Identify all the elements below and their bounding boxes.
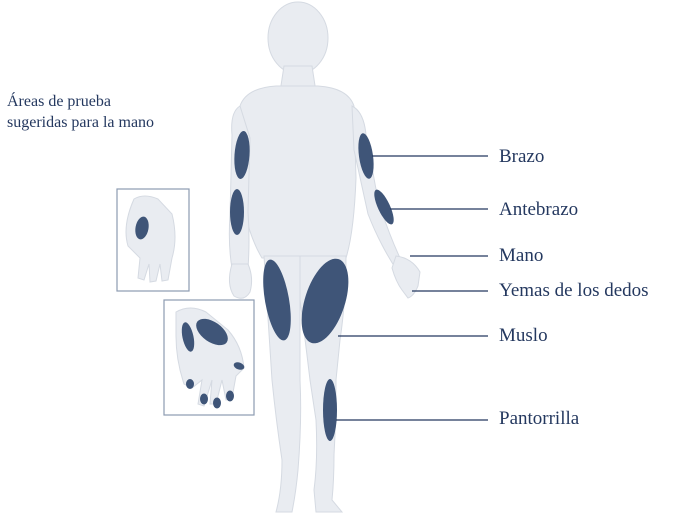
label-muslo: Muslo xyxy=(499,325,548,346)
head-shape xyxy=(267,1,329,75)
fingertip-site-4 xyxy=(226,390,234,402)
body-test-sites xyxy=(230,131,394,441)
inset-hand-back xyxy=(116,188,190,292)
palm-base-site xyxy=(196,318,228,346)
fingertip-site-2 xyxy=(200,393,208,405)
inset-palm xyxy=(163,299,255,416)
fingertip-site-3 xyxy=(213,397,221,409)
hand-caption-line-1: Áreas de prueba xyxy=(7,93,111,110)
upper-arm-site-right xyxy=(358,133,374,179)
right-arm-shape xyxy=(351,105,411,273)
thigh-site-right xyxy=(301,258,349,344)
label-yemas-de-los-dedos: Yemas de los dedos xyxy=(499,280,649,301)
label-mano: Mano xyxy=(499,245,544,266)
fingertip-site-5 xyxy=(233,362,245,370)
label-brazo: Brazo xyxy=(499,146,545,167)
hand-caption-line-2: sugeridas para la mano xyxy=(7,114,155,131)
torso-shape xyxy=(237,85,357,259)
calf-site xyxy=(323,379,337,441)
palm-thumb-site xyxy=(181,322,195,352)
hand-areas-caption: Áreas de prueba sugeridas para la mano xyxy=(7,91,154,133)
left-arm-shape xyxy=(228,105,251,269)
forearm-site-left xyxy=(230,189,244,235)
leader-lines xyxy=(336,155,488,421)
label-pantorrilla: Pantorrilla xyxy=(499,408,580,429)
body-silhouette xyxy=(228,1,421,513)
hand-back-site xyxy=(135,216,149,240)
left-hand-shape xyxy=(228,263,253,299)
right-hand-shape xyxy=(391,255,421,299)
inset-hand-back-shape xyxy=(125,195,176,283)
label-antebrazo: Antebrazo xyxy=(499,199,579,220)
forearm-site-right xyxy=(374,189,394,225)
fingertip-site-1 xyxy=(186,379,194,389)
upper-arm-site-left xyxy=(234,131,250,179)
thigh-site-left xyxy=(263,259,291,341)
